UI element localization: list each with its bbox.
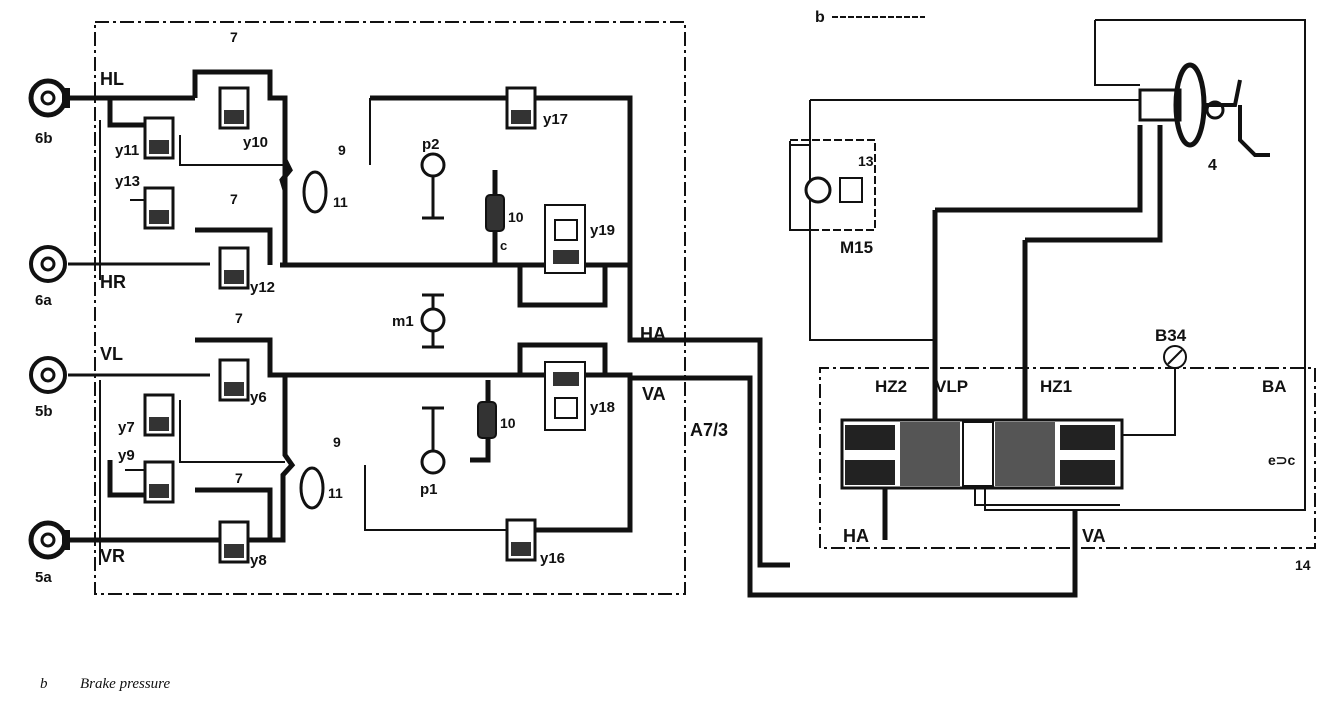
label-7-rear-left: 7 xyxy=(230,29,238,45)
label-y19: y19 xyxy=(590,222,615,239)
master-cylinder xyxy=(840,418,1124,490)
master-cylinder-boundary xyxy=(819,367,1316,549)
wheel-brake-5a xyxy=(28,520,70,560)
label-HL: HL xyxy=(100,69,124,89)
label-wheel-6b: 6b xyxy=(35,130,53,147)
label-HZ1: HZ1 xyxy=(1040,377,1072,396)
label-y18: y18 xyxy=(590,399,615,416)
label-VLP: VLP xyxy=(935,377,968,396)
caption-symbol: b xyxy=(40,676,48,692)
label-4: 4 xyxy=(1208,157,1217,174)
valve-y17 xyxy=(505,86,537,130)
valve-y7 xyxy=(143,393,175,437)
label-HA-master: HA xyxy=(843,526,869,546)
damper-10-front xyxy=(477,401,497,439)
label-p1: p1 xyxy=(420,481,438,498)
label-c: c xyxy=(500,238,507,253)
label-VA: VA xyxy=(642,384,666,404)
valve-y19 xyxy=(544,204,586,274)
label-VL: VL xyxy=(100,344,123,364)
label-y13: y13 xyxy=(115,173,140,190)
label-y10: y10 xyxy=(243,134,268,151)
label-wheel-6a: 6a xyxy=(35,292,52,309)
caption-text: Brake pressure xyxy=(80,676,171,692)
accumulator-11-rear xyxy=(302,170,328,214)
pump-m15-box xyxy=(789,139,876,231)
valve-y12 xyxy=(218,246,250,290)
label-7-front-right: 7 xyxy=(235,470,243,486)
valve-y8 xyxy=(218,520,250,564)
brake-booster xyxy=(1138,62,1270,157)
label-y7: y7 xyxy=(118,419,135,436)
label-14: 14 xyxy=(1295,557,1311,573)
label-y11: y11 xyxy=(115,142,139,159)
hydraulic-unit-boundary xyxy=(94,21,686,595)
label-wheel-5a: 5a xyxy=(35,569,52,586)
label-10-front: 10 xyxy=(500,415,516,431)
valve-y16 xyxy=(505,518,537,562)
label-y6: y6 xyxy=(250,389,267,406)
valve-y6 xyxy=(218,358,250,402)
valve-y11 xyxy=(143,116,175,160)
label-9-rear: 9 xyxy=(338,142,346,158)
label-HR: HR xyxy=(100,272,126,292)
label-7-rear-right: 7 xyxy=(230,191,238,207)
label-7-front-left: 7 xyxy=(235,310,243,326)
label-B34: B34 xyxy=(1155,326,1187,345)
label-p2: p2 xyxy=(422,136,440,153)
figure-caption: b Brake pressure xyxy=(40,676,170,693)
accumulator-11-front xyxy=(299,466,325,510)
label-HZ2: HZ2 xyxy=(875,377,907,396)
label-10-rear: 10 xyxy=(508,209,524,225)
label-HA: HA xyxy=(640,324,666,344)
valve-y9 xyxy=(143,460,175,504)
pump-m15-valve xyxy=(839,177,863,203)
pump-p2 xyxy=(420,152,446,220)
label-b: b xyxy=(815,9,825,26)
label-y9: y9 xyxy=(118,447,135,464)
wheel-brake-5b xyxy=(29,356,67,394)
label-y8: y8 xyxy=(250,552,267,569)
valve-y10 xyxy=(218,86,250,130)
valve-y18 xyxy=(544,361,586,431)
brake-lines xyxy=(68,69,1163,598)
label-VR: VR xyxy=(100,546,125,566)
label-e-c: e⊃c xyxy=(1268,452,1296,468)
pump-m15-motor xyxy=(804,176,832,204)
label-M15: M15 xyxy=(840,238,873,257)
label-wheel-5b: 5b xyxy=(35,403,53,420)
label-y17: y17 xyxy=(543,111,568,128)
label-BA: BA xyxy=(1262,377,1287,396)
wheel-brake-6a xyxy=(29,245,67,283)
pump-p1 xyxy=(420,406,446,475)
pump-motor-m1 xyxy=(420,293,446,349)
label-y12: y12 xyxy=(250,279,275,296)
label-11-rear: 11 xyxy=(333,194,348,210)
label-VA-master: VA xyxy=(1082,526,1106,546)
label-A7-3: A7/3 xyxy=(690,420,728,440)
label-y16: y16 xyxy=(540,550,565,567)
label-9-front: 9 xyxy=(333,434,341,450)
label-11-front: 11 xyxy=(328,485,343,501)
damper-10-rear xyxy=(485,194,505,232)
label-m1: m1 xyxy=(392,313,414,330)
valve-y13 xyxy=(143,186,175,230)
wheel-brake-6b xyxy=(28,78,70,118)
label-13: 13 xyxy=(858,153,874,169)
